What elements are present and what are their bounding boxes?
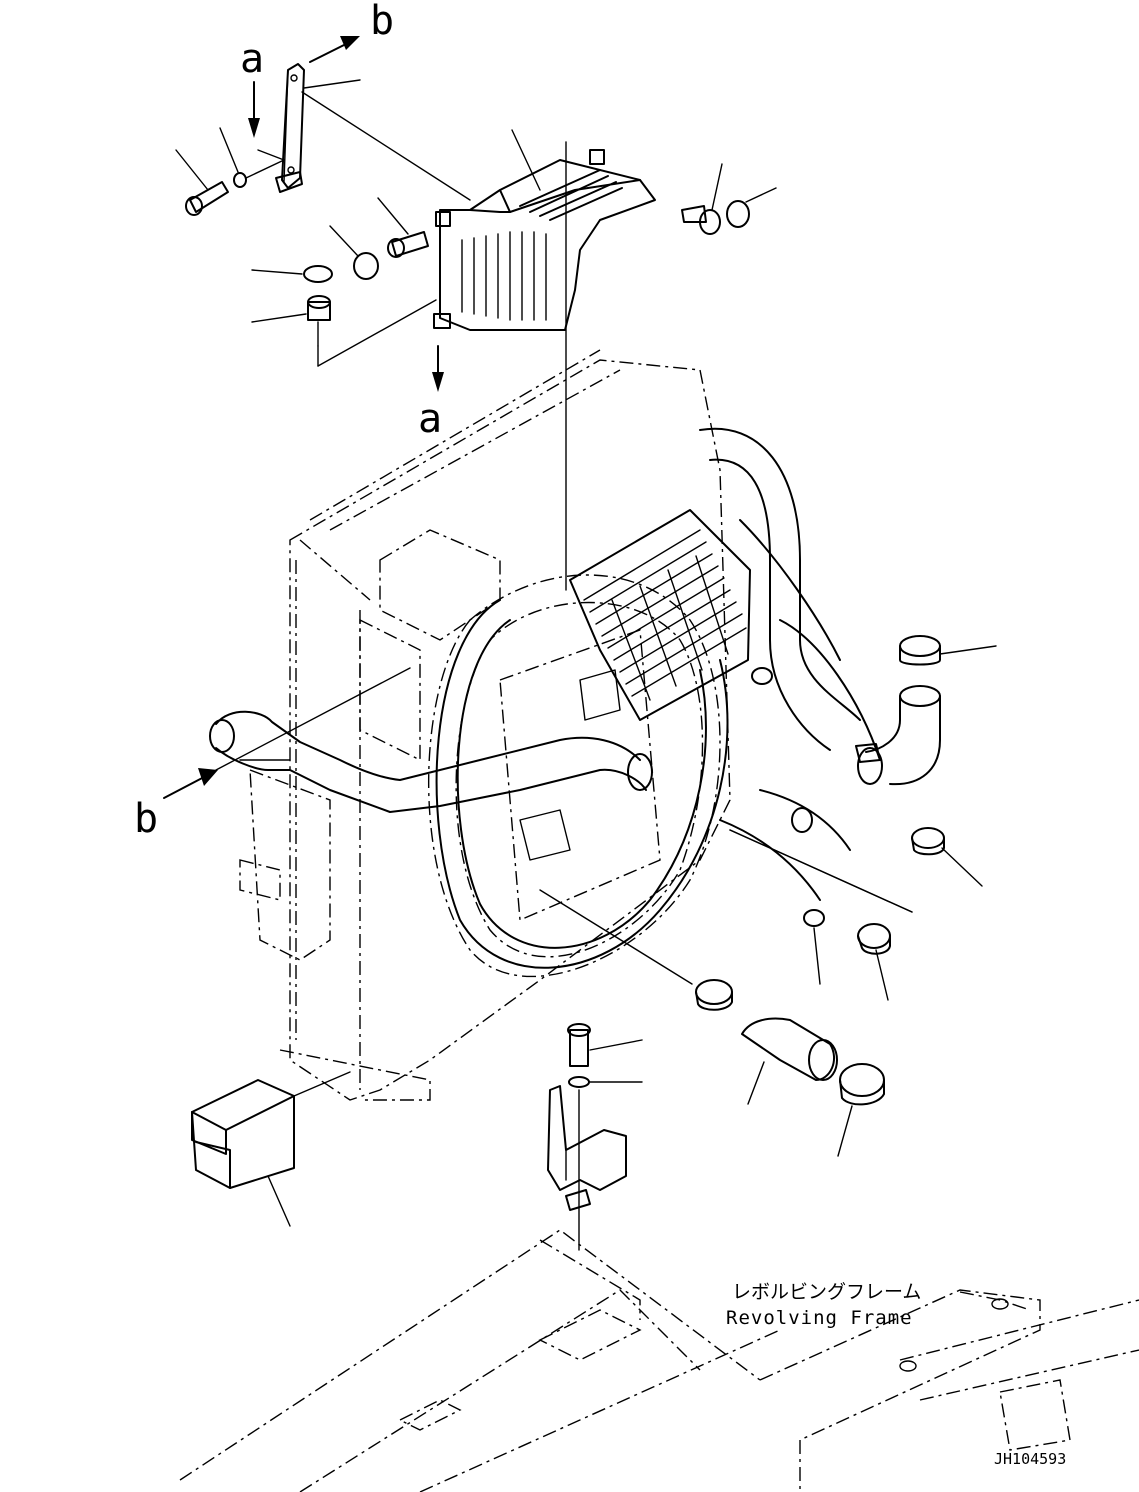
frame-caption: レボルビングフレーム Revolving Frame [726, 1281, 921, 1329]
view-arrow-a-mid: a [418, 345, 444, 442]
lower-left-box [191, 1071, 351, 1227]
view-label-a-mid: a [418, 396, 442, 442]
radiator-assembly [279, 349, 731, 1101]
right-elbow-hose [855, 685, 941, 786]
view-arrow-b-top: b [309, 0, 394, 63]
view-label-a-top: a [240, 36, 264, 82]
loop-hose [435, 599, 729, 969]
upper-bracket-assembly [175, 63, 361, 216]
drawing-id: JH104593 [994, 1450, 1066, 1468]
right-clamp-upper [899, 635, 997, 666]
view-arrow-a-top: a [240, 36, 264, 138]
mid-clamps [729, 829, 913, 1001]
straight-hose [539, 889, 885, 1157]
right-clamp-lower [911, 827, 983, 887]
right-fasteners [681, 163, 777, 235]
view-arrow-b-left: b [134, 667, 411, 842]
left-bracket-plate [239, 768, 331, 961]
right-hoses [699, 427, 881, 901]
caption-en: Revolving Frame [726, 1307, 913, 1329]
ref-line-bracket [301, 91, 471, 201]
view-label-b-top: b [370, 0, 394, 44]
lower-bolt-bracket [547, 1023, 643, 1251]
view-label-b-left: b [134, 796, 158, 842]
ventilated-cover [433, 129, 656, 331]
revolving-frame [179, 1229, 1139, 1492]
caption-jp: レボルビングフレーム [732, 1281, 921, 1303]
cooler-grille [569, 509, 751, 721]
left-fasteners [251, 197, 437, 367]
upper-hose [209, 710, 653, 813]
